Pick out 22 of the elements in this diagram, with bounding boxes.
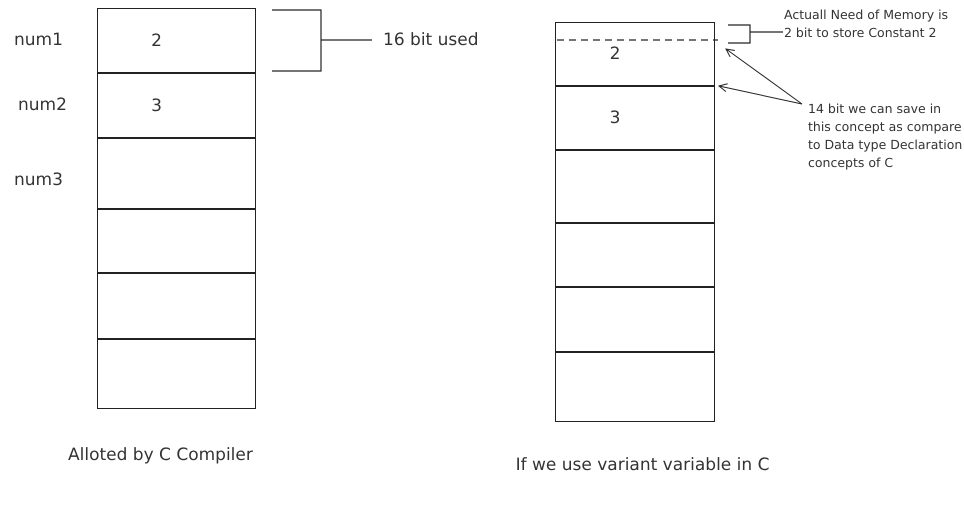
variable-name: num1: [14, 30, 63, 52]
variable-name: num3: [14, 170, 63, 192]
empty-memory-cell: [97, 209, 256, 273]
leader-arrow: [718, 83, 802, 104]
empty-memory-cell: [555, 287, 715, 352]
variable-name: num2: [18, 95, 67, 116]
empty-memory-cell: [97, 339, 256, 409]
leader-arrow: [726, 48, 802, 104]
memory-cell: 2: [555, 22, 715, 86]
annotation-text: 16 bit used: [383, 30, 479, 52]
caption: Alloted by C Compiler: [68, 445, 253, 466]
empty-memory-cell: [97, 273, 256, 339]
empty-memory-cell: [555, 223, 715, 287]
caption: If we use variant variable in C: [514, 455, 770, 476]
annotation-text: Actuall Need of Memory is 2 bit to store Constant 2: [784, 6, 950, 42]
empty-memory-cell: [97, 138, 256, 209]
note-text: 14 bit we can save in this concept as compare to Data type Declaration concepts of C: [808, 100, 964, 172]
memory-cell: 3: [97, 73, 256, 138]
empty-memory-cell: [555, 150, 715, 223]
empty-memory-cell: [555, 352, 715, 422]
memory-cell: 3: [555, 86, 715, 150]
memory-cell: 2: [97, 8, 256, 73]
